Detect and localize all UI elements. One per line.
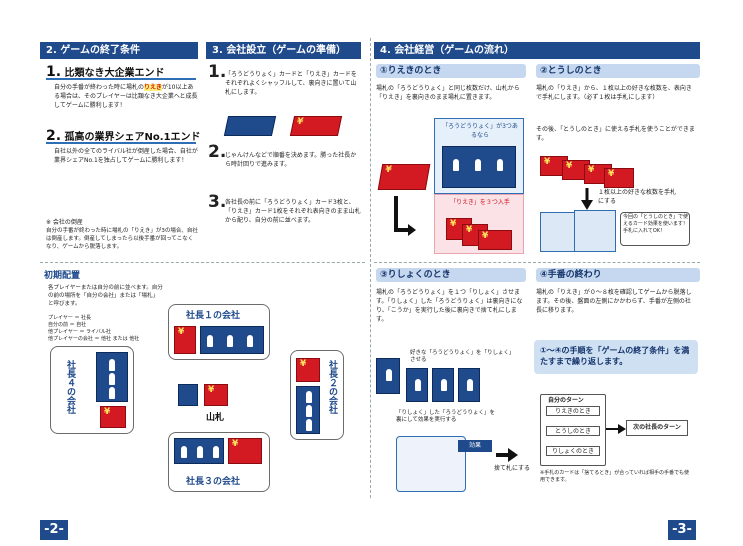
end-condition-1-title: 1. 比類なき大企業エンド bbox=[46, 64, 165, 80]
company-4-label: 社長４の会社 bbox=[65, 360, 75, 414]
rieki-card bbox=[604, 168, 634, 188]
layout-title: 初期配置 bbox=[44, 271, 81, 281]
company-3-label: 社長３の会社 bbox=[186, 477, 241, 487]
rieki-card-stack bbox=[377, 164, 431, 190]
flow-step-1: りえきのとき bbox=[546, 406, 600, 416]
worker-cards bbox=[442, 146, 516, 188]
rieki-card bbox=[174, 326, 196, 354]
layout-legend: プレイヤー ＝ 社長 自分の前 ＝ 自社 他プレイヤー ＝ ライバル社 他プレイ… bbox=[48, 315, 140, 342]
worker-card-stack bbox=[223, 116, 277, 136]
company-2-label: 社長２の会社 bbox=[327, 360, 337, 414]
rieki-card bbox=[228, 438, 262, 464]
pile-label: 山札 bbox=[206, 413, 225, 423]
phase-2-title: ②とうしのとき bbox=[536, 64, 700, 78]
turn-label: 自分のターン bbox=[548, 397, 584, 404]
end-condition-2-title: 2. 孤高の業界シェアNo.1エンド bbox=[46, 128, 201, 144]
rieki-pile bbox=[204, 384, 228, 406]
phase-3-text: 場札の「ろうどうりょく」を１つ「りしょく」させます。「りしょく」した「ろうどうり… bbox=[376, 289, 523, 323]
page-divider bbox=[40, 262, 365, 263]
section-header-flow: 4. 会社経営（ゲームの流れ） bbox=[374, 42, 700, 59]
repeat-box bbox=[534, 340, 698, 374]
page-number-left: -2- bbox=[40, 520, 68, 540]
phase-3-tag: 好きな「ろうどうりょく」を「りしょく」させる bbox=[410, 350, 512, 363]
setup-step3-number: 3. bbox=[208, 192, 227, 212]
rieki-card-stack bbox=[289, 116, 343, 136]
worker-pile bbox=[178, 384, 198, 406]
arrow-down-icon bbox=[581, 188, 593, 210]
flow-step-2: とうしのとき bbox=[546, 426, 600, 436]
bankruptcy-note-title: ※ 会社の倒産 bbox=[46, 219, 83, 226]
rieki-card bbox=[100, 406, 126, 428]
phase-4-note: ※手札のカードは「捨てるとき」が合っていれば相手の手番でも使用できます。 bbox=[540, 470, 689, 483]
page-number-right: -3- bbox=[668, 520, 696, 540]
phase-3-tag2: 「りしょく」した「ろうどうりょく」を裏にして効果を実行する bbox=[396, 410, 496, 423]
next-turn-box: 次の社長のターン bbox=[626, 420, 688, 436]
hand-card bbox=[574, 210, 616, 252]
discard-label: 捨て札にする bbox=[494, 465, 531, 472]
worker-cards bbox=[96, 352, 128, 402]
flipped-worker-card bbox=[396, 436, 466, 492]
layout-description: 各プレイヤーまたは自分の前に並べます。自分の前の場所を「自分の会社」または「場札… bbox=[48, 285, 163, 307]
setup-step2-number: 2. bbox=[208, 142, 227, 162]
spread-fold bbox=[370, 38, 371, 498]
phase-2-callout: １枚以上の好きな枚数を手札にする bbox=[598, 189, 677, 205]
setup-step1-text: 「ろうどうりょく」カードと「りえき」カードをそれぞれよくシャッフルして、裏向きに… bbox=[225, 71, 357, 96]
arrow-right-icon bbox=[496, 448, 518, 462]
flow-step-3: りしょくのとき bbox=[546, 446, 600, 456]
end-condition-2-text: 自社以外の全てのライバル社が倒産した場合、自社が業界シェアNo.1を独占してゲー… bbox=[54, 148, 198, 164]
divider bbox=[46, 142, 196, 144]
section-header-end-conditions: 2. ゲームの終了条件 bbox=[40, 42, 198, 59]
phase-4-text: 場札の「りえき」が０～８枚を確認してゲームから脱落します。その後、盤面の左側にか… bbox=[536, 289, 692, 314]
worker-card bbox=[432, 368, 454, 402]
worker-cards bbox=[174, 438, 224, 464]
divider bbox=[46, 78, 196, 80]
company-1-label: 社長１の会社 bbox=[186, 311, 241, 321]
arrow-down-right-icon bbox=[394, 196, 416, 236]
effect-tag: 効果 bbox=[458, 440, 492, 452]
bankruptcy-note: 自分の手番が終わった時に場札の「りえき」が3の場合、自社は倒産します。倒産してし… bbox=[46, 228, 198, 250]
worker-cards bbox=[200, 326, 264, 354]
worker-card bbox=[406, 368, 428, 402]
rieki-gain-label: 「りえき」を３つ入手 bbox=[450, 199, 510, 206]
setup-step1-number: 1. bbox=[208, 62, 227, 82]
arrow-right-icon bbox=[606, 424, 626, 434]
end-condition-1-text: 自分の手番が終わった時に場札のりえきが10以上ある場合は、そのプレイヤーは比類な… bbox=[54, 84, 198, 109]
worker-card bbox=[458, 368, 480, 402]
phase-1-title: ①りえきのとき bbox=[376, 64, 526, 78]
repeat-text: ①～④の手順を「ゲームの終了条件」を満たすまで繰り返します。 bbox=[540, 346, 690, 366]
phase-2-note-bubble bbox=[620, 212, 690, 246]
phase-3-title: ③りしょくのとき bbox=[376, 268, 526, 282]
worker-count-label: 「ろうどうりょく」が3つあるなら bbox=[442, 123, 518, 139]
worker-cards bbox=[296, 386, 320, 434]
page-divider bbox=[374, 262, 700, 263]
setup-step3-text: 各社長の前に「ろうどうりょく」カード3枚と、「りえき」カード1枚をそれぞれ表向き… bbox=[225, 199, 361, 224]
rieki-card bbox=[296, 358, 320, 382]
phase-1-text: 場札の「ろうどうりょく」と同じ枚数だけ、山札から「りえき」を裏向きのまま場札に置… bbox=[376, 85, 520, 101]
section-header-setup: 3. 会社設立（ゲームの準備） bbox=[206, 42, 361, 59]
phase-2-note: 今回の「とうしのとき」で使えるカード効果を使います！手札に入れてOK！ bbox=[623, 214, 689, 234]
setup-step2-text: じゃんけんなどで順番を決めます。勝った社長から時計回りで進みます。 bbox=[225, 152, 357, 168]
rieki-card bbox=[478, 230, 512, 250]
worker-card-selected bbox=[376, 358, 400, 394]
phase-4-title: ④手番の終わり bbox=[536, 268, 700, 282]
phase-2-text2: その後、「とうしのとき」に使える手札を使うことができます。 bbox=[536, 126, 695, 142]
phase-2-text: 場札の「りえき」から、１枚以上の好きな枚数を、表向きで手札にします。（必ず１枚は… bbox=[536, 85, 692, 101]
